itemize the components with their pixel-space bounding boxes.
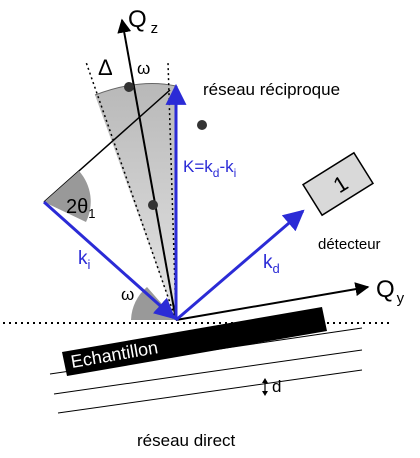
sample-slab xyxy=(62,307,327,376)
omega-top-label: ω xyxy=(137,59,150,78)
sector-edge-left xyxy=(85,61,177,321)
reciprocal-lattice-label: réseau réciproque xyxy=(203,80,340,99)
two-theta-label: 2θ1 xyxy=(66,196,95,221)
k-vector-label: K=kd-ki xyxy=(183,157,236,180)
reciprocal-point-right xyxy=(197,120,207,130)
detector: 1 xyxy=(301,151,375,217)
d-arrow-head-bottom xyxy=(262,391,268,396)
ki-label: ki xyxy=(78,248,91,272)
kd-label: kd xyxy=(263,252,280,276)
lattice-line-3 xyxy=(57,369,363,414)
reciprocal-point-middle xyxy=(148,200,158,210)
delta-label: Δ xyxy=(98,55,113,80)
two-theta-wedge xyxy=(44,171,91,222)
qy-axis xyxy=(175,282,370,321)
lattice-line-2 xyxy=(53,349,363,395)
reciprocal-point-top xyxy=(124,82,134,92)
kd-vector xyxy=(175,209,305,322)
sector-edge-right xyxy=(167,61,177,321)
d-arrow-head-top xyxy=(262,378,268,383)
direct-lattice-label: réseau direct xyxy=(137,431,236,450)
d-label: d xyxy=(272,377,281,396)
ki-vector xyxy=(43,200,176,320)
omega-bottom-label: ω xyxy=(121,285,134,304)
detector-label: détecteur xyxy=(318,236,381,253)
qz-axis xyxy=(117,18,177,321)
two-theta-line xyxy=(43,89,171,203)
